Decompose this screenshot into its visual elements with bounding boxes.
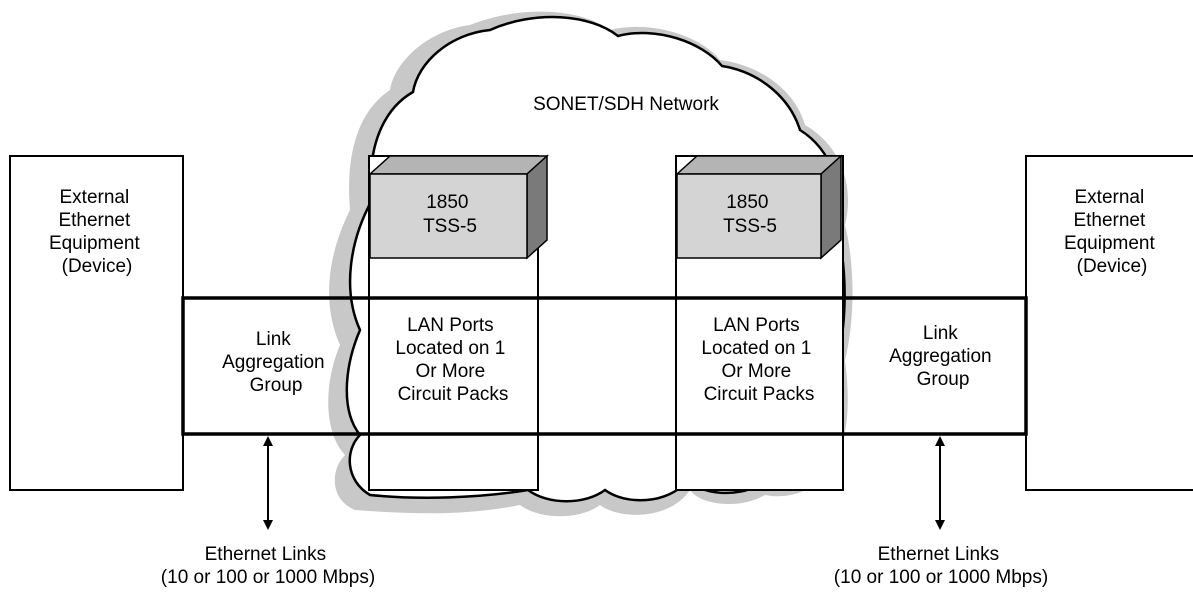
right-external-equipment: [1025, 155, 1193, 491]
left-links-label: Ethernet Links (10 or 100 or 1000 Mbps): [161, 544, 375, 588]
network-label: SONET/SDH Network: [533, 94, 719, 115]
right-equipment-label: External Ethernet Equipment (Device): [1064, 187, 1160, 277]
right-lan-label: LAN Ports Located on 1 Or More Circuit P…: [701, 315, 816, 405]
right-tss5-box: 1850 TSS-5: [675, 154, 843, 260]
left-node-label: 1850 TSS-5: [423, 192, 477, 237]
right-lag-label: Link Aggregation Group: [889, 323, 997, 390]
right-box-side: [820, 154, 842, 260]
right-links-label: Ethernet Links (10 or 100 or 1000 Mbps): [834, 544, 1048, 588]
left-box-top: [368, 155, 549, 175]
left-lag-label: Link Aggregation Group: [222, 329, 330, 396]
left-external-equipment: [9, 155, 184, 491]
right-box-front: [676, 173, 822, 259]
left-box-side: [526, 154, 548, 260]
left-tss5-box: 1850 TSS-5: [368, 154, 549, 260]
left-box-front: [369, 173, 528, 259]
right-box-top: [675, 155, 843, 175]
right-node-label: 1850 TSS-5: [723, 192, 777, 237]
aggregation-band: [181, 296, 1028, 436]
left-lan-label: LAN Ports Located on 1 Or More Circuit P…: [395, 315, 510, 405]
left-equipment-label: External Ethernet Equipment (Device): [49, 187, 145, 277]
